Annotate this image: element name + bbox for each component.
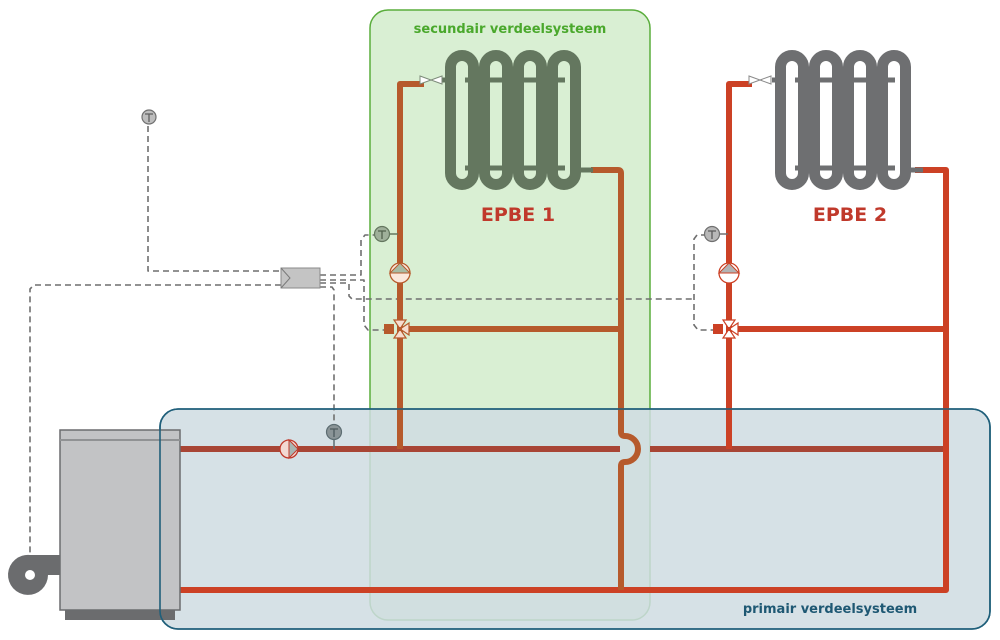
primary-return-pipe [180, 167, 949, 593]
circuit2-flow-temperature-sensor[interactable] [703, 225, 729, 243]
primary-pump[interactable] [279, 438, 299, 460]
radiator-section [843, 50, 877, 190]
primary-zone-overlay [159, 408, 991, 630]
radiator-valve-1[interactable] [419, 75, 443, 85]
radiator-section [445, 50, 479, 190]
secondary-zone-label: secundair verdeelsysteem [414, 22, 607, 37]
primary-zone-label: primair verdeelsysteem [743, 602, 917, 617]
primary-flow-temperature-sensor[interactable] [325, 423, 343, 450]
burner-fan[interactable] [8, 554, 60, 595]
circuit1-flow-temperature-sensor[interactable] [373, 225, 399, 243]
piping [180, 81, 949, 593]
radiator-section [877, 50, 911, 190]
boiler-body [59, 429, 181, 611]
control-wiring [29, 126, 715, 555]
radiator-valve-2[interactable] [748, 75, 772, 85]
outdoor-temperature-sensor[interactable] [141, 109, 157, 125]
circuit1-pump[interactable] [388, 262, 412, 284]
boiler[interactable] [59, 429, 181, 620]
circuit2-mixing-valve[interactable] [713, 319, 739, 339]
controller[interactable] [280, 267, 321, 289]
circuit1-mixing-valve[interactable] [384, 319, 410, 339]
radiator-section [479, 50, 513, 190]
radiator-epbe2 [772, 50, 923, 190]
radiator-epbe1 [442, 50, 593, 190]
epbe1-label: EPBE 1 [481, 204, 555, 226]
circuit2-pump[interactable] [717, 262, 741, 284]
boiler-base [65, 609, 175, 620]
radiator-section [547, 50, 581, 190]
radiator-section [513, 50, 547, 190]
radiator-section [775, 50, 809, 190]
radiator-section [809, 50, 843, 190]
epbe2-label: EPBE 2 [813, 204, 887, 226]
circuit1-return-pipe [591, 167, 641, 590]
